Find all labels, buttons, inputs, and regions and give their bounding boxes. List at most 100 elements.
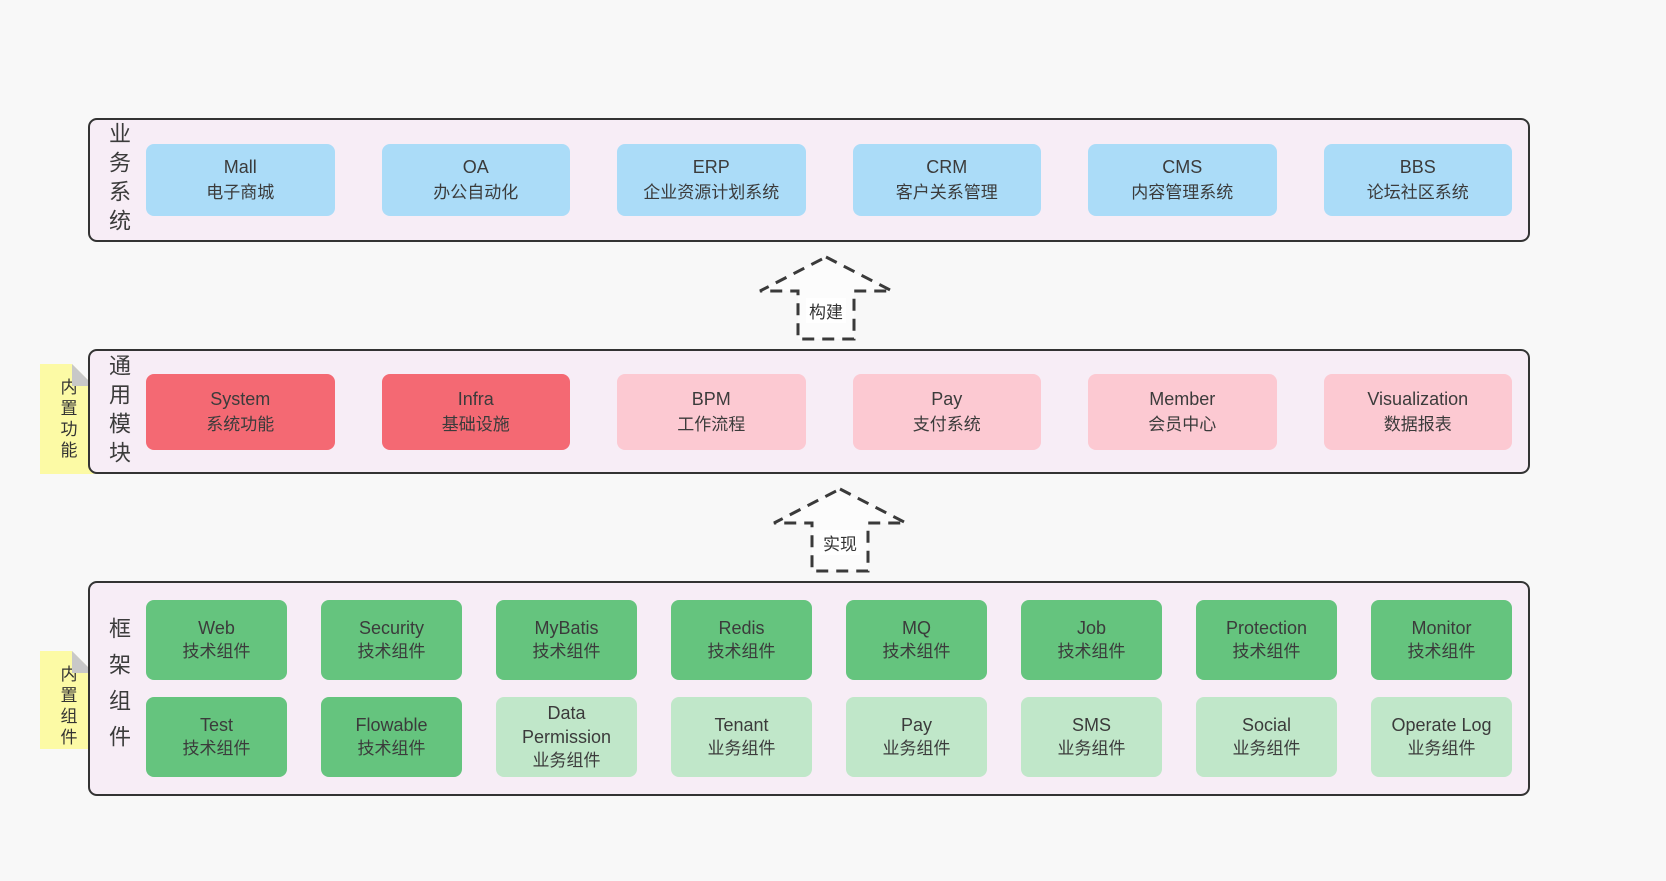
module-box-job: Job 技术组件 bbox=[1021, 600, 1162, 680]
module-name: SMS bbox=[1071, 715, 1111, 735]
module-name: Visualization bbox=[1367, 388, 1469, 409]
module-desc: 技术组件 bbox=[532, 642, 601, 661]
module-desc: 内容管理系统 bbox=[1131, 183, 1234, 202]
module-desc: 业务组件 bbox=[532, 751, 601, 770]
module-desc: 工作流程 bbox=[677, 414, 746, 434]
module-desc: 企业资源计划系统 bbox=[643, 183, 780, 202]
module-name: Job bbox=[1076, 618, 1107, 638]
sticky-note-built-in-components: 内置组件 bbox=[40, 651, 94, 749]
layer-box-rows: System 系统功能 Infra 基础设施 BPM 工作流程 Pay 支付系统 Member 会… bbox=[146, 351, 1512, 472]
arrow-implement: 实现 bbox=[771, 486, 909, 574]
layer-panel-business-systems: 业务系统 Mall 电子商城 OA 办公自动化 ERP 企业资源计划系统 CRM 客户关系管理… bbox=[88, 118, 1530, 242]
module-box-erp: ERP 企业资源计划系统 bbox=[617, 144, 806, 216]
layer-box-rows: Mall 电子商城 OA 办公自动化 ERP 企业资源计划系统 CRM 客户关系管理 CMS 内容… bbox=[146, 120, 1512, 240]
layer-label-business-systems: 业务系统 bbox=[106, 122, 131, 238]
module-box-infra: Infra 基础设施 bbox=[381, 373, 570, 450]
module-box-redis: Redis 技术组件 bbox=[671, 600, 812, 680]
module-desc: 技术组件 bbox=[182, 642, 251, 661]
module-box-crm: CRM 客户关系管理 bbox=[852, 144, 1041, 216]
module-desc: 支付系统 bbox=[912, 414, 981, 434]
module-desc: 系统功能 bbox=[206, 414, 275, 434]
module-box-pay: Pay 业务组件 bbox=[846, 697, 987, 777]
arrow-implement-label: 实现 bbox=[820, 530, 860, 555]
module-name: OA bbox=[462, 157, 489, 177]
module-desc: 数据报表 bbox=[1383, 414, 1452, 434]
sticky-note-label: 内置组件 bbox=[57, 665, 77, 749]
module-box-mall: Mall 电子商城 bbox=[146, 144, 335, 216]
module-box-web: Web 技术组件 bbox=[146, 600, 287, 680]
module-desc: 业务组件 bbox=[707, 739, 776, 758]
module-name: Tenant bbox=[714, 715, 769, 735]
module-name: Web bbox=[198, 618, 235, 638]
module-name: MQ bbox=[902, 618, 931, 638]
module-desc: 技术组件 bbox=[882, 642, 951, 661]
module-box-security: Security 技术组件 bbox=[321, 600, 462, 680]
module-box-data-permission: Data Permission 业务组件 bbox=[496, 697, 637, 777]
module-name: Flowable bbox=[355, 715, 428, 735]
module-desc: 技术组件 bbox=[1057, 642, 1126, 661]
module-box-row: System 系统功能 Infra 基础设施 BPM 工作流程 Pay 支付系统 Member 会… bbox=[146, 373, 1512, 450]
module-name: CRM bbox=[926, 157, 968, 177]
module-name: Monitor bbox=[1411, 618, 1472, 638]
module-name: System bbox=[210, 388, 271, 409]
module-name: Protection bbox=[1225, 618, 1308, 638]
module-box-operate-log: Operate Log 业务组件 bbox=[1371, 697, 1512, 777]
module-box-flowable: Flowable 技术组件 bbox=[321, 697, 462, 777]
module-name: Social bbox=[1241, 715, 1292, 735]
module-box-mq: MQ 技术组件 bbox=[846, 600, 987, 680]
module-name: BBS bbox=[1399, 157, 1436, 177]
module-name: Infra bbox=[457, 388, 494, 409]
sticky-note-built-in-functions: 内置功能 bbox=[40, 364, 94, 474]
module-desc: 技术组件 bbox=[357, 739, 426, 758]
module-box-social: Social 业务组件 bbox=[1196, 697, 1337, 777]
arrow-build: 构建 bbox=[757, 254, 895, 342]
module-desc: 会员中心 bbox=[1148, 414, 1217, 434]
layer-label-framework-components: 框架组件 bbox=[106, 616, 131, 761]
module-name: Data Permission bbox=[521, 703, 612, 747]
module-name: BPM bbox=[691, 388, 731, 409]
module-name: Mall bbox=[223, 157, 257, 177]
module-name: Operate Log bbox=[1391, 715, 1492, 735]
module-desc: 客户关系管理 bbox=[895, 183, 998, 202]
module-desc: 基础设施 bbox=[441, 414, 510, 434]
module-name: ERP bbox=[692, 157, 730, 177]
module-box-tenant: Tenant 业务组件 bbox=[671, 697, 812, 777]
module-desc: 技术组件 bbox=[707, 642, 776, 661]
module-box-oa: OA 办公自动化 bbox=[381, 144, 570, 216]
module-desc: 技术组件 bbox=[182, 739, 251, 758]
module-box-cms: CMS 内容管理系统 bbox=[1088, 144, 1277, 216]
module-name: Security bbox=[358, 618, 425, 638]
module-desc: 电子商城 bbox=[206, 183, 275, 202]
module-name: Pay bbox=[900, 715, 933, 735]
module-desc: 技术组件 bbox=[357, 642, 426, 661]
arrow-build-label: 构建 bbox=[806, 298, 846, 323]
module-name: Member bbox=[1149, 388, 1216, 409]
module-desc: 业务组件 bbox=[882, 739, 951, 758]
module-desc: 业务组件 bbox=[1407, 739, 1476, 758]
module-desc: 业务组件 bbox=[1232, 739, 1301, 758]
module-desc: 办公自动化 bbox=[433, 183, 519, 202]
module-desc: 技术组件 bbox=[1232, 642, 1301, 661]
module-name: Redis bbox=[718, 618, 765, 638]
module-name: Pay bbox=[931, 388, 963, 409]
sticky-note-label: 内置功能 bbox=[57, 378, 77, 462]
module-box-member: Member 会员中心 bbox=[1088, 373, 1277, 450]
module-name: CMS bbox=[1162, 157, 1203, 177]
module-name: Test bbox=[199, 715, 233, 735]
module-box-sms: SMS 业务组件 bbox=[1021, 697, 1162, 777]
module-box-system: System 系统功能 bbox=[146, 373, 335, 450]
module-box-pay: Pay 支付系统 bbox=[852, 373, 1041, 450]
module-box-bpm: BPM 工作流程 bbox=[617, 373, 806, 450]
module-box-row: Mall 电子商城 OA 办公自动化 ERP 企业资源计划系统 CRM 客户关系管理 CMS 内容… bbox=[146, 144, 1512, 216]
module-desc: 业务组件 bbox=[1057, 739, 1126, 758]
module-box-protection: Protection 技术组件 bbox=[1196, 600, 1337, 680]
